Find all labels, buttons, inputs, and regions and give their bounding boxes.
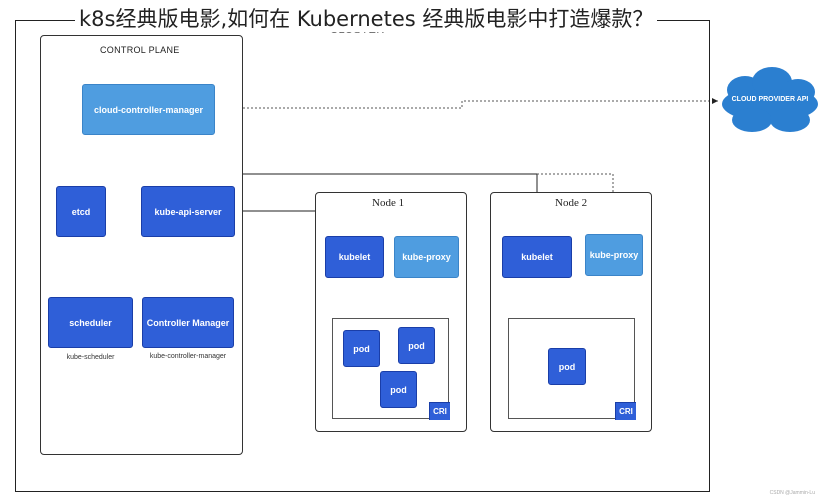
controller-manager-sublabel: kube-controller-manager bbox=[149, 353, 227, 360]
control-plane-label: CONTROL PLANE bbox=[100, 45, 180, 55]
node2-kubelet-box: kubelet bbox=[502, 236, 572, 278]
cloud-shape bbox=[722, 67, 818, 132]
page-title: k8s经典版电影,如何在 Kubernetes 经典版电影中打造爆款？ bbox=[75, 6, 658, 32]
node2-label: Node 2 bbox=[555, 197, 588, 209]
node2-kube-proxy-box: kube-proxy bbox=[585, 234, 643, 276]
kube-api-server-box: kube-api-server bbox=[141, 186, 235, 237]
node1-cri-label: CRI bbox=[429, 402, 450, 420]
cloud-controller-manager-box: cloud-controller-manager bbox=[82, 84, 215, 135]
watermark: CSDN @Jammin-Lu bbox=[769, 490, 815, 496]
node1-pod: pod bbox=[380, 371, 417, 408]
node2-pod: pod bbox=[548, 348, 586, 385]
controller-manager-box: Controller Manager bbox=[142, 297, 234, 348]
cloud-provider-label: CLOUD PROVIDER API bbox=[731, 96, 809, 103]
scheduler-sublabel: kube-scheduler bbox=[66, 354, 115, 361]
node1-label: Node 1 bbox=[372, 197, 405, 209]
etcd-box: etcd bbox=[56, 186, 106, 237]
node1-kube-proxy-box: kube-proxy bbox=[394, 236, 459, 278]
node2-cri-label: CRI bbox=[615, 402, 636, 420]
node1-pod: pod bbox=[398, 327, 435, 364]
node1-kubelet-box: kubelet bbox=[325, 236, 384, 278]
node1-pod: pod bbox=[343, 330, 380, 367]
ccm-cloud-link bbox=[215, 98, 718, 109]
scheduler-box: scheduler bbox=[48, 297, 133, 348]
